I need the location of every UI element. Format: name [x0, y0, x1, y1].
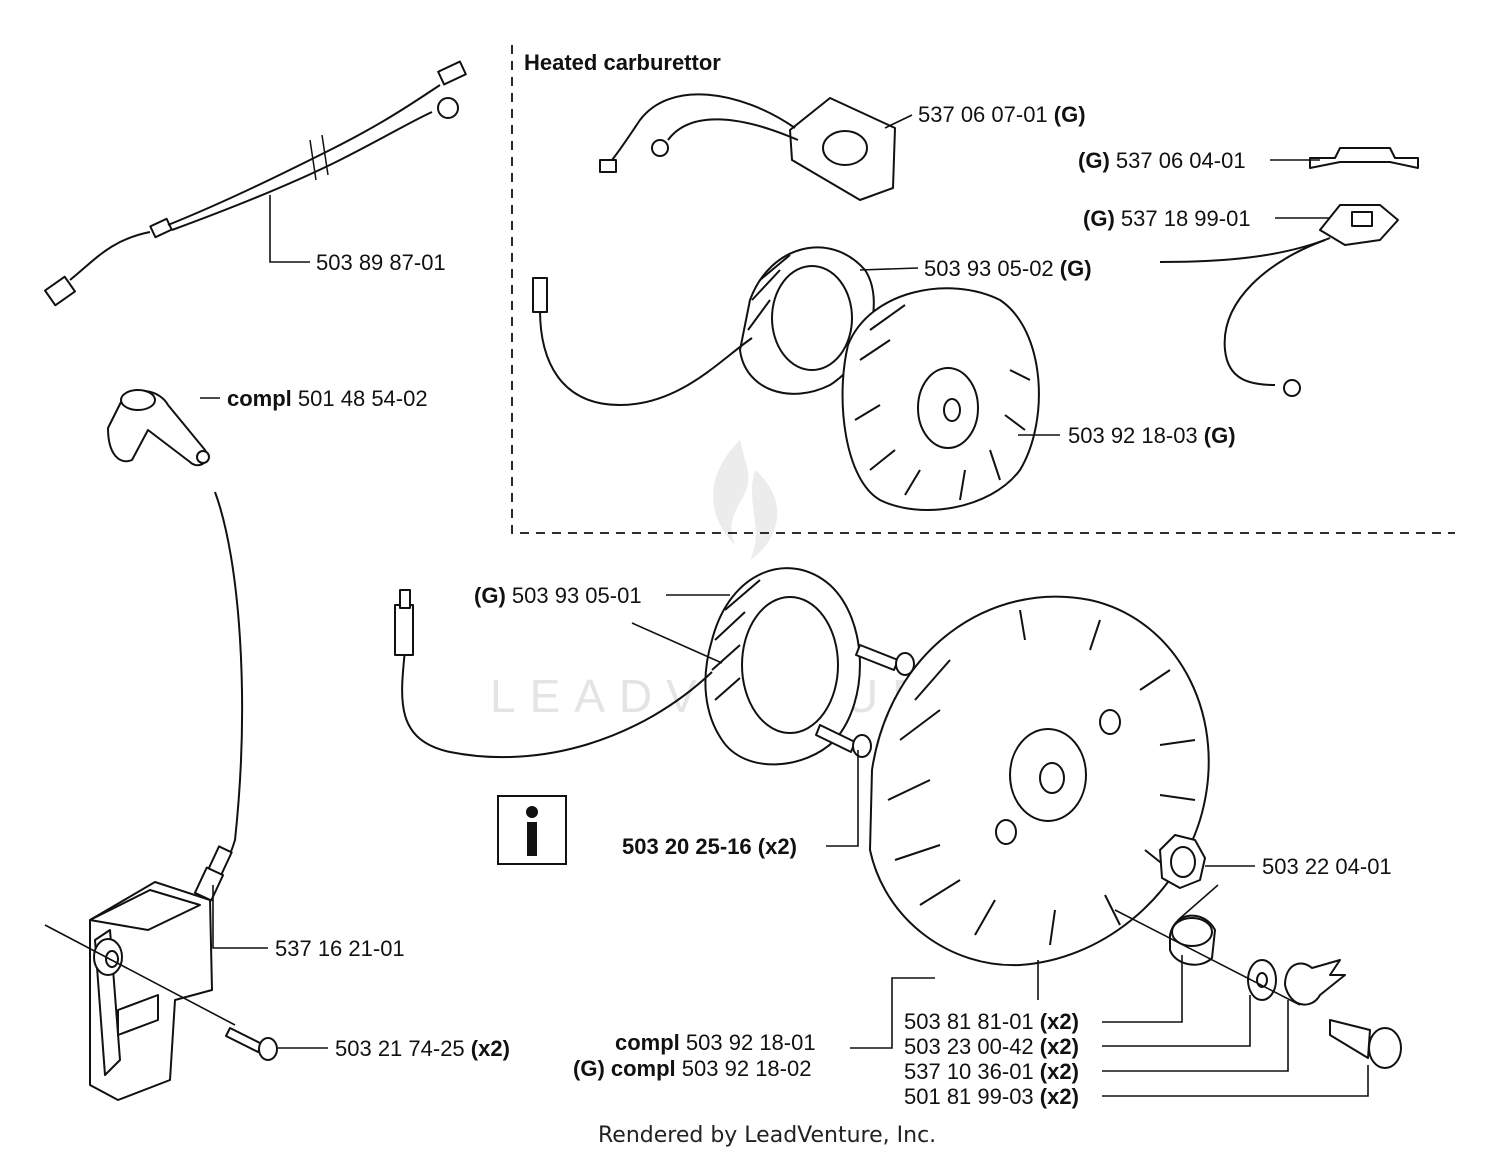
upper-coil-part: [532, 246, 875, 407]
label-503-21-74-25: 503 21 74-25 (x2): [335, 1036, 510, 1061]
upper-flywheel-part: [841, 287, 1040, 511]
label-537-06-07-01: 537 06 07-01 (G): [918, 102, 1086, 127]
wire-harness-part: [44, 60, 467, 307]
label-503-92-18-01: compl 503 92 18-01: [615, 1030, 816, 1055]
label-503-81-81-01: 503 81 81-01 (x2): [904, 1009, 1079, 1034]
coil-screw-part: [815, 644, 915, 758]
sleeve-part: [1169, 914, 1216, 966]
heated-carburettor-boundary: [511, 45, 1455, 534]
axis-line: [631, 622, 723, 664]
heating-element-part: [599, 93, 896, 201]
watermark-flame-icon: [713, 440, 778, 560]
label-501-48-54-02: compl 501 48 54-02: [227, 386, 428, 411]
nut-part: [1159, 834, 1206, 889]
pawl-part: [1284, 959, 1346, 1006]
info-icon: [497, 795, 567, 865]
label-503-20-25-16: 503 20 25-16 (x2): [622, 834, 797, 859]
label-503-93-05-02: 503 93 05-02 (G): [924, 256, 1092, 281]
ignition-module-part: [89, 491, 244, 1101]
axis-line: [1114, 909, 1301, 1006]
clamp-part: [1309, 147, 1419, 169]
label-537-10-36-01: 537 10 36-01 (x2): [904, 1059, 1079, 1084]
thermostat-part: [1159, 204, 1399, 397]
label-503-89-87-01: 503 89 87-01: [316, 250, 446, 275]
screw-part: [225, 1027, 278, 1061]
label-503-92-18-02: (G) compl 503 92 18-02: [573, 1056, 811, 1081]
lower-flywheel-part: [869, 595, 1210, 967]
section-header: Heated carburettor: [524, 50, 721, 75]
label-503-22-04-01: 503 22 04-01: [1262, 854, 1392, 879]
spark-plug-cap-part: [107, 389, 210, 467]
pin-part: [1329, 1019, 1402, 1069]
lower-coil-part: [394, 567, 861, 766]
label-537-06-04-01: (G) 537 06 04-01: [1078, 148, 1246, 173]
axis-line: [44, 924, 236, 1026]
label-537-18-99-01: (G) 537 18 99-01: [1083, 206, 1251, 231]
axis-line: [1177, 884, 1219, 921]
label-503-92-18-03: 503 92 18-03 (G): [1068, 423, 1236, 448]
label-501-81-99-03: 501 81 99-03 (x2): [904, 1084, 1079, 1109]
label-537-16-21-01: 537 16 21-01: [275, 936, 405, 961]
credit-text: Rendered by LeadVenture, Inc.: [598, 1123, 936, 1148]
label-503-23-00-42: 503 23 00-42 (x2): [904, 1034, 1079, 1059]
label-503-93-05-01: (G) 503 93 05-01: [474, 583, 642, 608]
